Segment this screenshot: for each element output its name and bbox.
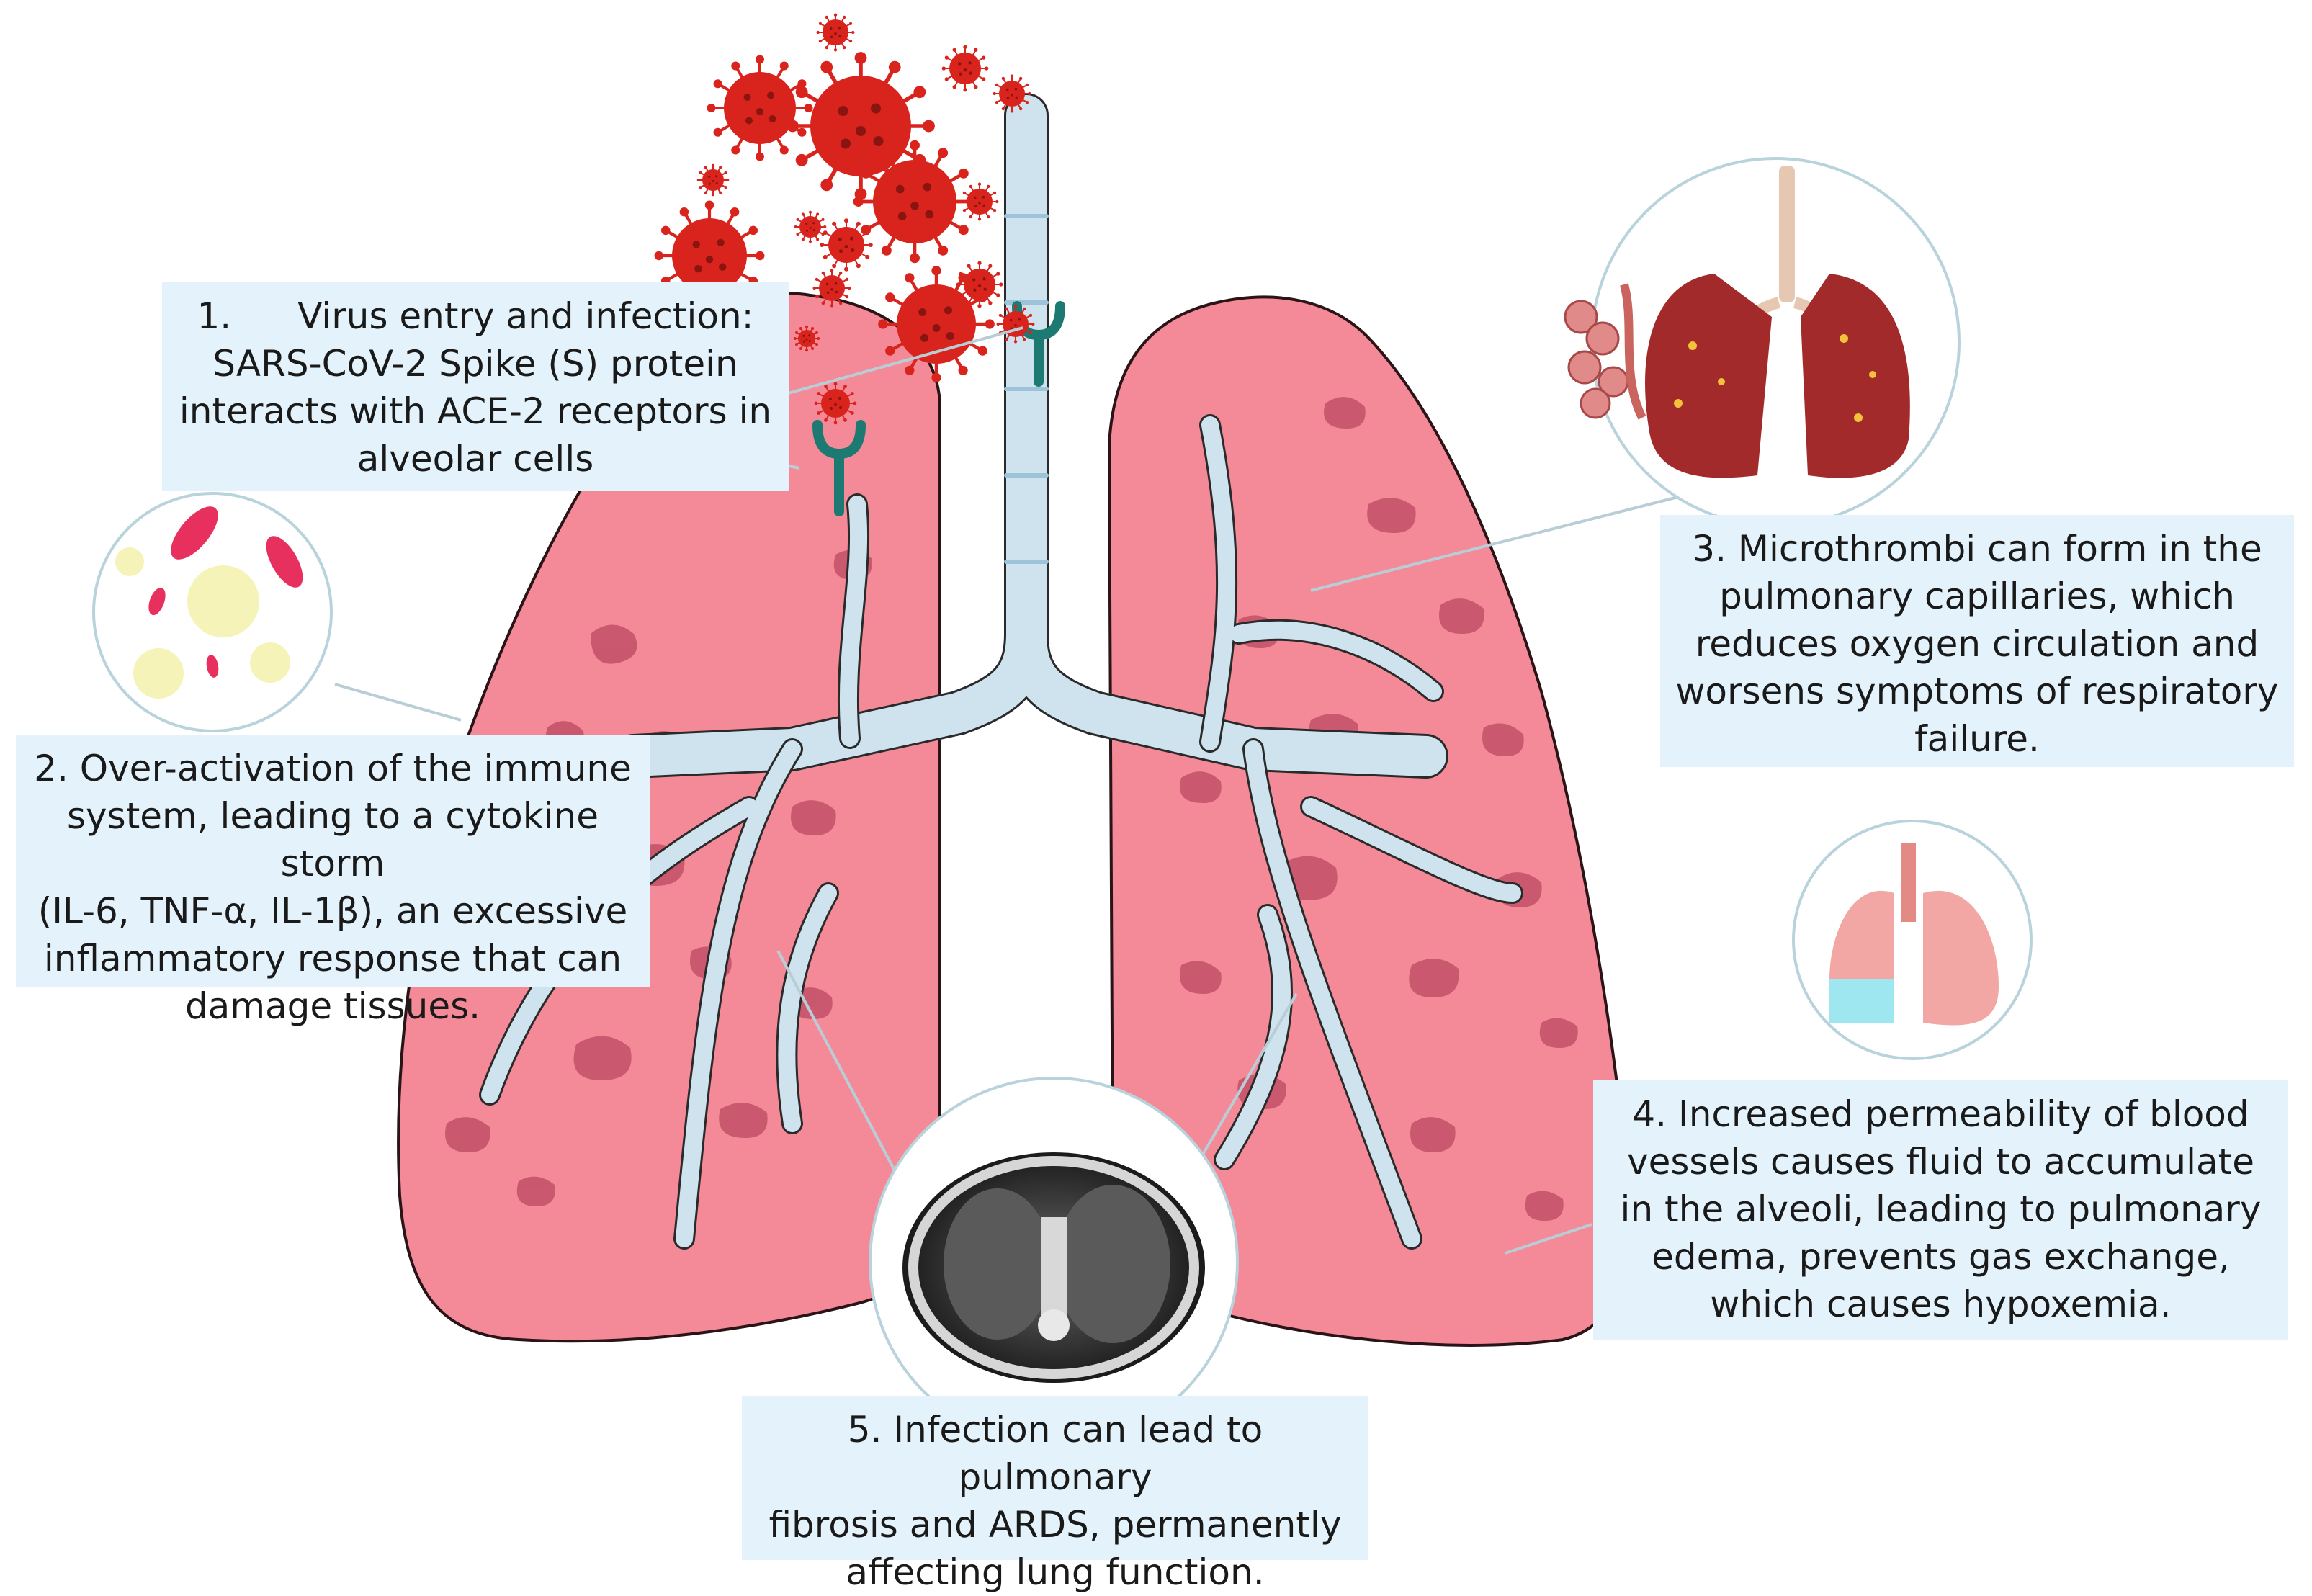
callout-line: 2. Over-activation of the immune bbox=[34, 748, 632, 789]
coronavirus-icon bbox=[956, 261, 1003, 308]
callout-line: alveolar cells bbox=[357, 438, 594, 480]
coronavirus-icon bbox=[941, 45, 989, 92]
callout-heading: Virus entry and infection: bbox=[297, 295, 754, 337]
callout-line: 4. Increased permeability of blood bbox=[1632, 1093, 2249, 1135]
callout-line: worsens symptoms of respiratory bbox=[1675, 671, 2279, 712]
callout-line: pulmonary capillaries, which bbox=[1719, 575, 2235, 617]
callout-line: in the alveoli, leading to pulmonary bbox=[1620, 1188, 2262, 1230]
coronavirus-icon bbox=[707, 55, 813, 161]
coronavirus-icon bbox=[696, 163, 730, 197]
coronavirus-icon bbox=[993, 74, 1031, 113]
callout-line: system, leading to a cytokine storm bbox=[67, 795, 599, 884]
coronavirus-icon bbox=[820, 218, 873, 272]
callout-number: 1. bbox=[197, 295, 232, 337]
callout-cytokine-storm: 2. Over-activation of the immune system,… bbox=[16, 735, 650, 1027]
callout-line: reduces oxygen circulation and bbox=[1695, 623, 2259, 665]
coronavirus-icon bbox=[793, 325, 820, 352]
callout-virus-entry: 1. Virus entry and infection: SARS-CoV-2… bbox=[162, 282, 789, 491]
microthrombi-lungs-icon bbox=[1564, 157, 1961, 527]
callout-fibrosis-ards: 5. Infection can lead to pulmonary fibro… bbox=[742, 1396, 1368, 1593]
callout-heading-row: 1. Virus entry and infection: bbox=[176, 292, 774, 340]
coronavirus-icon bbox=[853, 140, 977, 264]
callout-line: SARS-CoV-2 Spike (S) protein bbox=[212, 343, 738, 385]
coronavirus-icon bbox=[794, 210, 827, 243]
callout-line: fibrosis and ARDS, permanently bbox=[769, 1504, 1342, 1546]
coronavirus-cluster bbox=[654, 13, 1035, 425]
blood-cells-icon bbox=[92, 492, 333, 732]
callout-line: inflammatory response that can bbox=[43, 938, 622, 979]
coronavirus-icon bbox=[654, 200, 765, 311]
ace2-receptor-icon bbox=[812, 301, 1065, 516]
callout-line: damage tissues. bbox=[184, 985, 481, 1027]
callout-line: failure. bbox=[1914, 718, 2040, 760]
coronavirus-icon bbox=[812, 269, 851, 308]
callout-line: which causes hypoxemia. bbox=[1710, 1283, 2172, 1325]
callout-line: vessels causes fluid to accumulate bbox=[1626, 1141, 2255, 1183]
callout-pulmonary-edema: 4. Increased permeability of blood vesse… bbox=[1593, 1080, 2288, 1340]
coronavirus-icon bbox=[960, 182, 999, 221]
callout-line: affecting lung function. bbox=[846, 1551, 1265, 1593]
bronchial-tree bbox=[479, 93, 1523, 1250]
callout-line: edema, prevents gas exchange, bbox=[1652, 1236, 2230, 1278]
callout-line: 5. Infection can lead to pulmonary bbox=[847, 1409, 1263, 1498]
chest-ct-scan-icon bbox=[869, 1077, 1239, 1447]
callout-line: interacts with ACE-2 receptors in bbox=[179, 390, 772, 432]
callout-line: (IL-6, TNF-α, IL-1β), an excessive bbox=[37, 890, 628, 932]
callout-line: 3. Microthrombi can form in the bbox=[1692, 528, 2262, 570]
edema-lungs-icon bbox=[1792, 820, 2033, 1060]
coronavirus-icon bbox=[816, 13, 855, 52]
callout-microthrombi: 3. Microthrombi can form in the pulmonar… bbox=[1660, 515, 2294, 767]
coronavirus-icon bbox=[814, 382, 857, 425]
